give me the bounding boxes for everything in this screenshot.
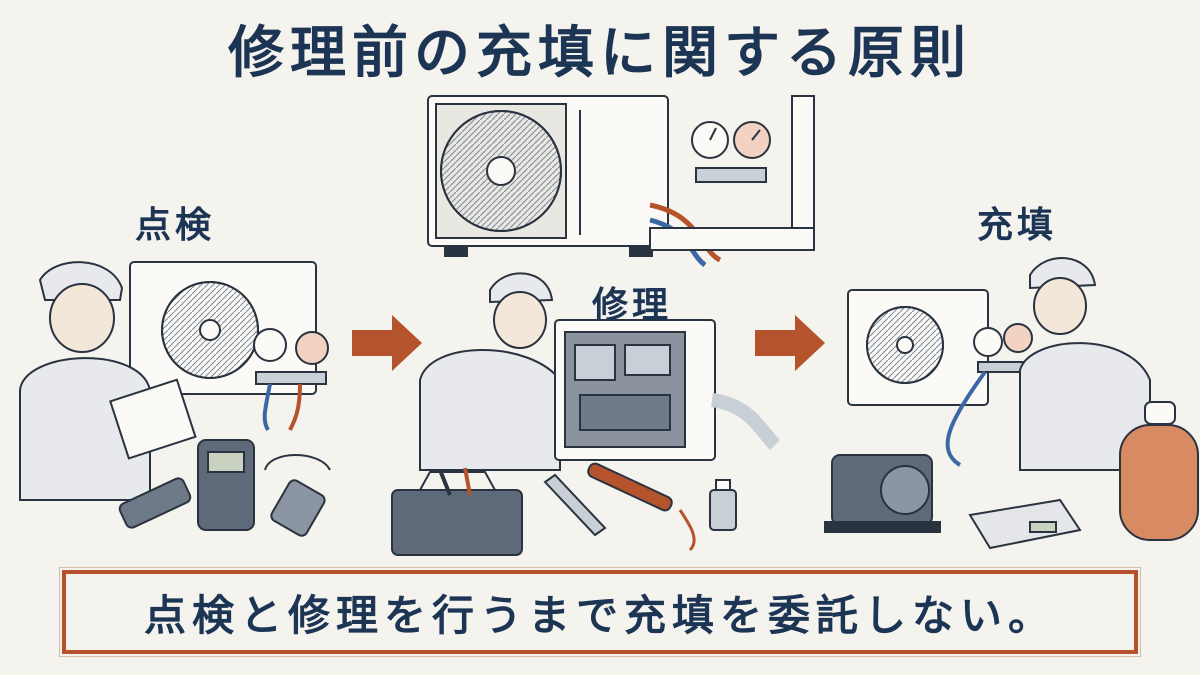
outdoor-unit-right-icon: [847, 289, 989, 406]
multimeter-icon: [197, 439, 255, 531]
principle-caption-text: 点検と修理を行うまで充填を委託しない。: [143, 590, 1056, 640]
technician-inspecting-icon: [19, 261, 197, 501]
principle-caption-box: 点検と修理を行うまで充填を委託しない。: [62, 570, 1138, 654]
brazing-torch-icon: [587, 462, 696, 552]
oil-bottle-icon: [709, 479, 737, 531]
technician-repairing-icon: [419, 272, 561, 471]
step-label-repair: 修理: [592, 285, 673, 326]
page-title: 修理前の充填に関する原則: [228, 21, 972, 86]
opened-outdoor-unit-icon: [554, 319, 716, 461]
refrigerant-cylinder-icon: [1119, 401, 1199, 541]
arrow-right-2-icon: [755, 315, 825, 371]
flashlight-icon: [118, 477, 192, 529]
pipe-top-icon: [649, 95, 815, 251]
leak-detector-icon: [264, 454, 331, 537]
arrow-right-1-icon: [352, 315, 422, 371]
step-label-inspect: 点検: [135, 205, 216, 246]
outdoor-unit-top-icon: [427, 95, 669, 257]
pipe-repair-icon: [710, 393, 781, 450]
digital-scale-icon: [968, 498, 1082, 550]
vacuum-pump-icon: [824, 454, 941, 533]
step-label-fill: 充填: [977, 205, 1058, 246]
toolbox-icon: [391, 467, 523, 556]
manifold-gauge-left-icon: [253, 328, 329, 432]
technician-filling-icon: [1019, 257, 1151, 471]
wrench-icon: [543, 473, 607, 537]
manifold-gauge-right-icon: [945, 323, 1033, 467]
